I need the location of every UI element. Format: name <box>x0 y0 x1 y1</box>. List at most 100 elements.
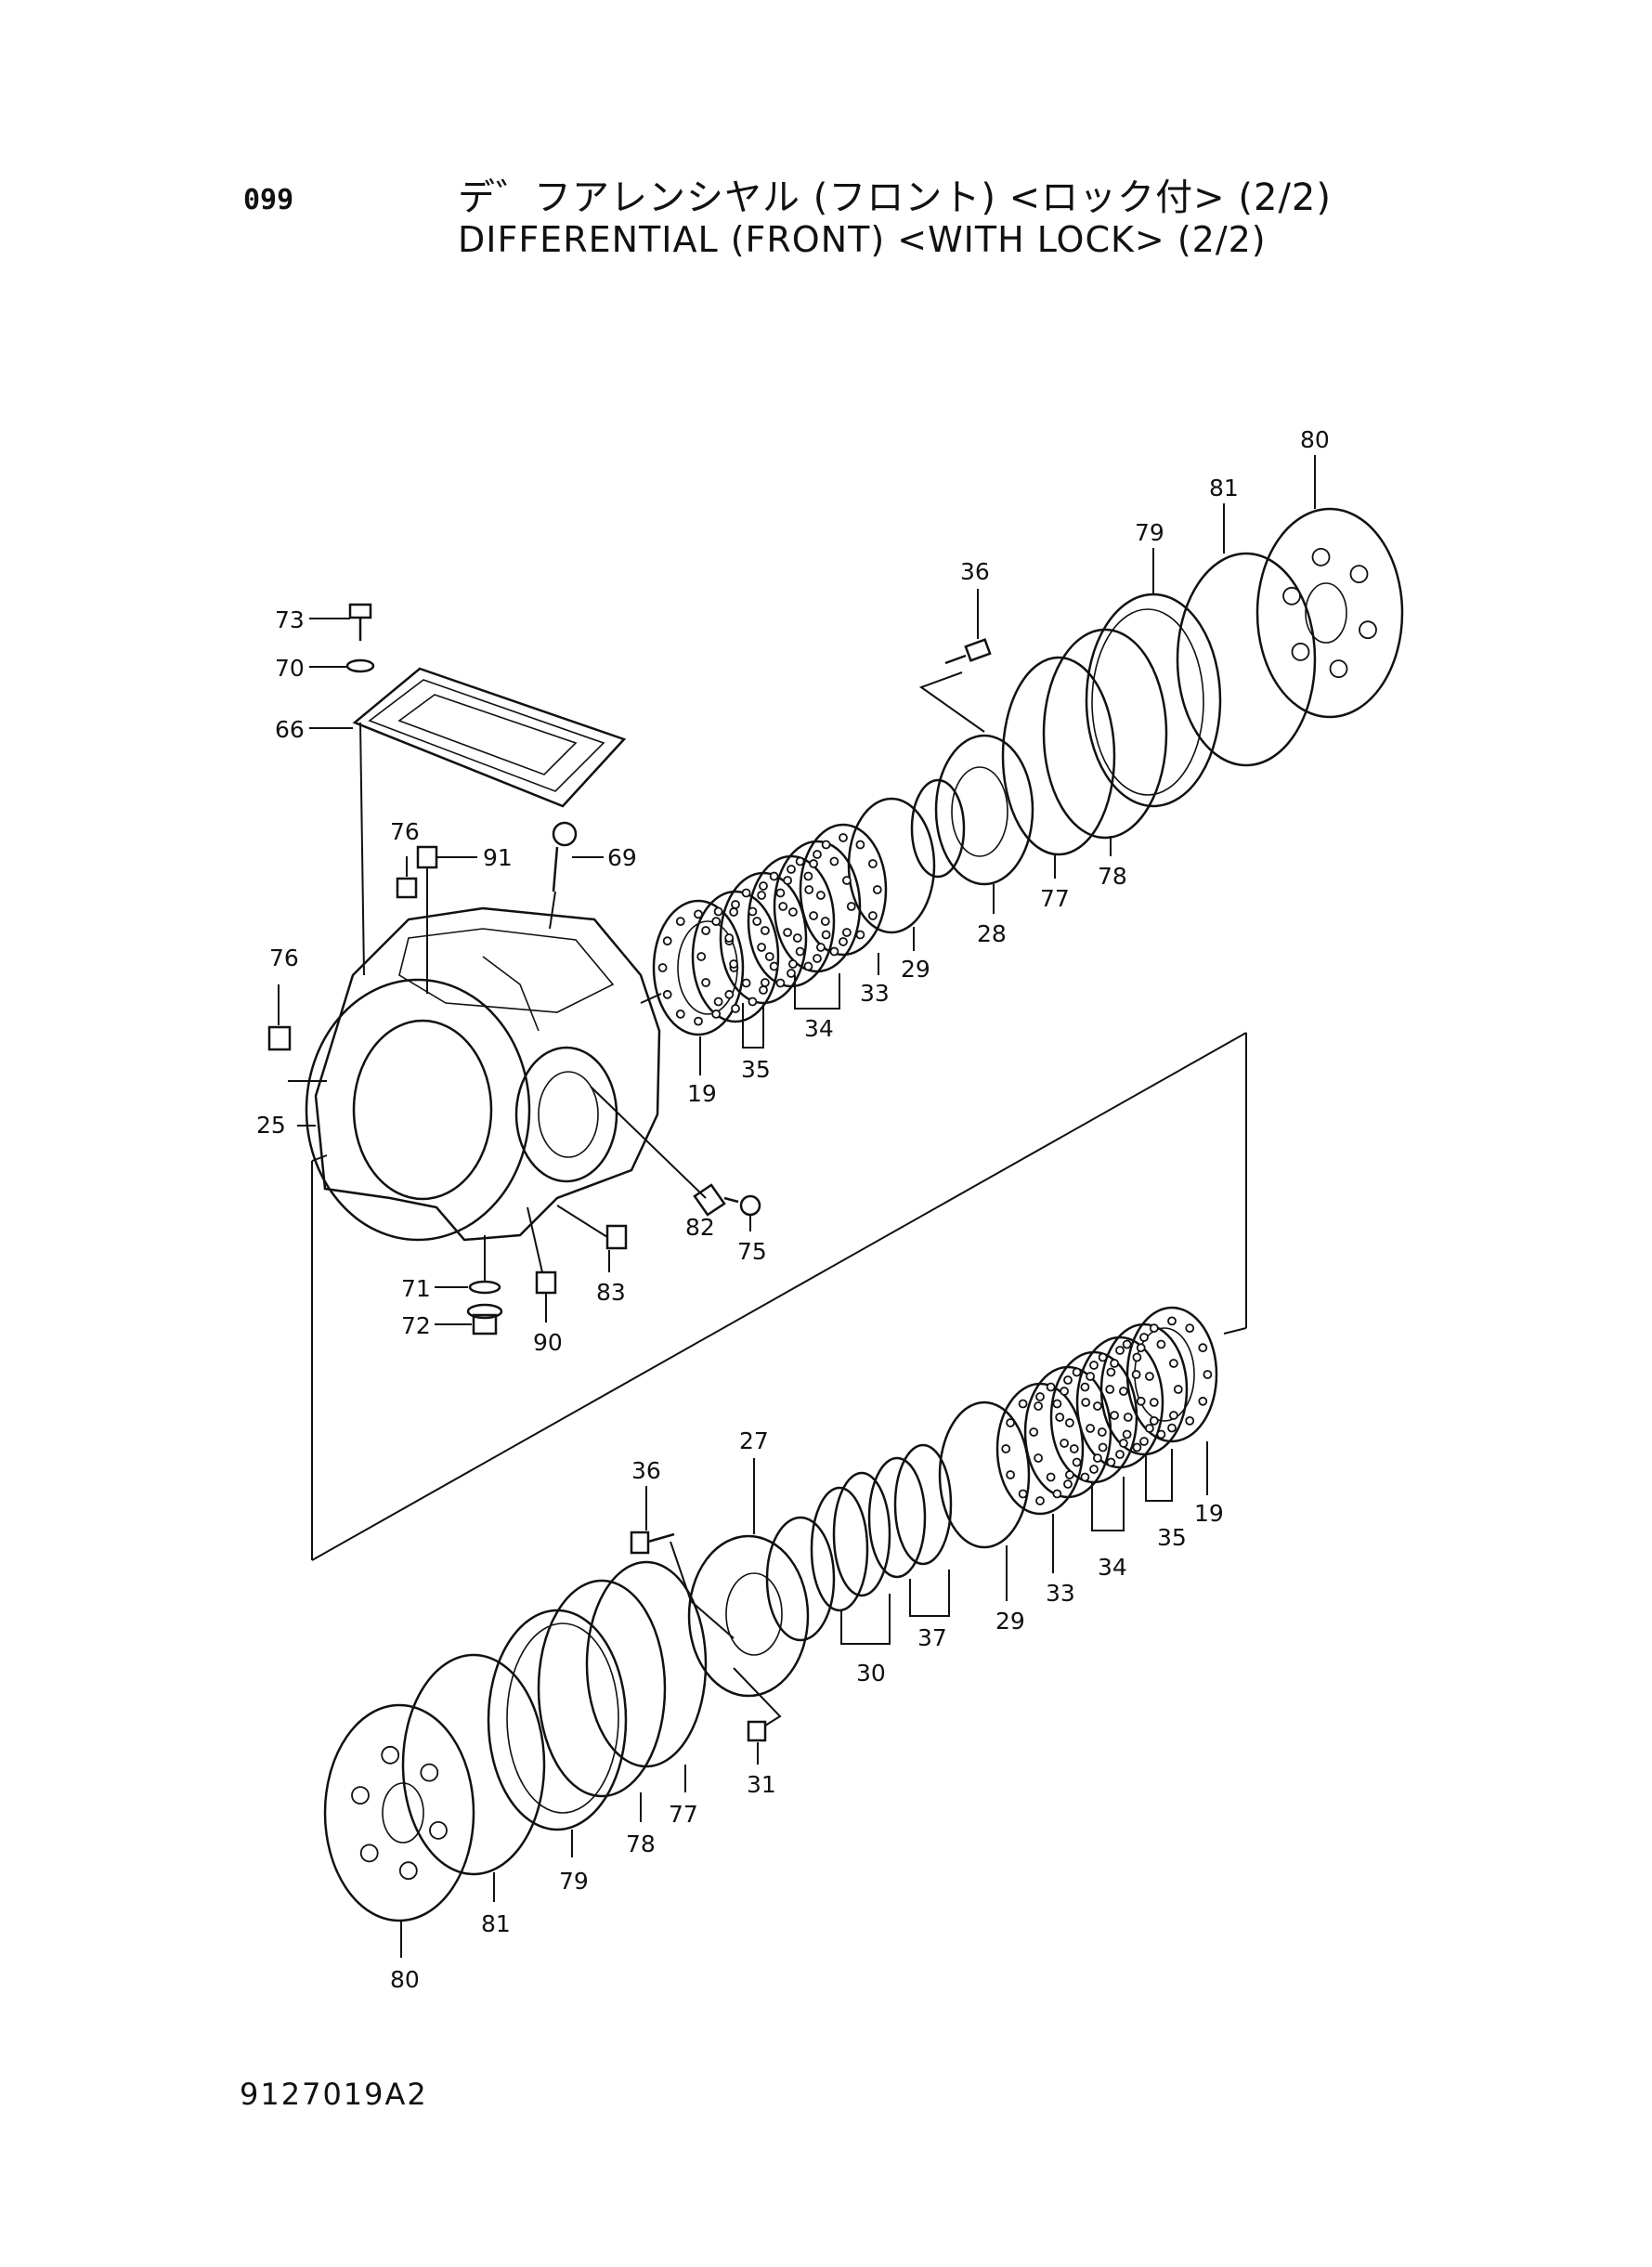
disc-bolt-hole <box>842 876 852 885</box>
end-plate-hole <box>1349 565 1369 583</box>
disc-bolt-hole <box>662 936 672 946</box>
part-30-springs <box>810 1471 891 1612</box>
disc-bolt-hole <box>741 978 751 988</box>
callout-66: 66 <box>275 716 305 743</box>
disc-bolt-hole <box>803 871 813 881</box>
disc-bolt-hole <box>1046 1472 1056 1482</box>
disc-bolt-hole <box>1139 1437 1149 1446</box>
part-36a-bolt <box>944 638 992 665</box>
disc-bolt-hole <box>1110 1411 1119 1420</box>
callout-76a: 76 <box>390 818 420 845</box>
disc-bolt-hole <box>1069 1444 1079 1453</box>
disc-bolt-hole <box>1132 1442 1142 1453</box>
page-number: 099 <box>243 184 294 216</box>
disc-bolt-hole <box>813 954 822 963</box>
callout-33b: 33 <box>1046 1580 1075 1607</box>
part-69-breather <box>552 821 578 892</box>
title-english: DIFFERENTIAL (FRONT) <WITH LOCK> (2/2) <box>458 219 1267 260</box>
disc-bolt-hole <box>872 885 882 894</box>
disc-bolt-hole <box>1185 1416 1195 1426</box>
callout-78b: 78 <box>626 1831 656 1857</box>
part-81a-snap-ring <box>1176 552 1317 767</box>
disc-bolt-hole <box>694 909 703 919</box>
callout-31: 31 <box>747 1771 776 1798</box>
callout-79b: 79 <box>559 1868 589 1895</box>
disc-bolt-hole <box>1029 1427 1039 1437</box>
disc-bolt-hole <box>757 943 766 952</box>
disc-bolt-hole <box>1072 1367 1082 1377</box>
part-66-cover-gasket <box>352 667 627 808</box>
disc-bolt-hole <box>1123 1413 1133 1422</box>
callout-29a: 29 <box>901 956 930 983</box>
disc-bolt-hole <box>1132 1352 1142 1362</box>
end-plate-hole <box>429 1821 448 1840</box>
disc-bolt-hole <box>809 859 818 868</box>
callout-77a: 77 <box>1040 885 1070 912</box>
end-plate-hole <box>1329 659 1348 678</box>
disc-bolt-hole <box>1136 1396 1146 1406</box>
end-plate-hole <box>359 1844 379 1863</box>
part-83-plug <box>605 1224 628 1250</box>
disc-bolt-hole <box>675 917 685 926</box>
disc-bolt-hole <box>1034 1401 1043 1411</box>
disc-bolt-hole <box>1122 1429 1132 1440</box>
disc-bolt-hole <box>803 961 813 971</box>
disc-bolt-hole <box>1119 1439 1128 1448</box>
disc-bolt-hole <box>1139 1333 1149 1342</box>
callout-77b: 77 <box>669 1801 698 1828</box>
disc-bolt-hole <box>764 952 774 961</box>
disc-bolt-hole <box>657 963 668 972</box>
callout-labels: 73 70 66 76 91 69 76 25 19 35 34 33 29 2… <box>256 426 1330 1993</box>
disc-bolt-hole <box>713 906 723 917</box>
part-29b-ring <box>938 1401 1031 1549</box>
disc-bolt-hole <box>1106 1457 1116 1467</box>
callout-27: 27 <box>739 1427 769 1454</box>
part-91-plug <box>416 845 438 869</box>
disc-bolt-hole <box>711 917 722 926</box>
disc-bolt-hole <box>729 959 738 969</box>
callout-76b: 76 <box>269 945 299 971</box>
part-72-plug <box>466 1303 503 1335</box>
disc-bolt-hole <box>1198 1343 1208 1353</box>
end-plate-hole <box>1291 643 1310 661</box>
end-plate-hole <box>351 1786 370 1804</box>
disc-bolt-hole <box>778 902 788 911</box>
part-80a-end-plate <box>1255 507 1404 719</box>
disc-bolt-hole <box>1060 1387 1069 1396</box>
disc-bolt-hole <box>1098 1352 1108 1362</box>
document-code: 9127019A2 <box>240 2077 428 2112</box>
disc-bolt-hole <box>787 865 796 874</box>
disc-bolt-hole <box>748 997 758 1007</box>
disc-bolt-hole <box>769 871 779 881</box>
disc-bolt-hole <box>1086 1424 1095 1433</box>
disc-bolt-hole <box>788 907 798 917</box>
disc-bolt-hole <box>792 933 802 943</box>
end-plate-hole <box>1359 620 1377 640</box>
disc-bolt-hole <box>759 881 768 891</box>
callout-35a: 35 <box>741 1056 771 1083</box>
disc-bolt-hole <box>696 952 707 961</box>
disc-bolt-hole <box>795 946 805 957</box>
callout-19a: 19 <box>687 1080 717 1107</box>
callout-leaders <box>278 455 1316 1958</box>
callout-75: 75 <box>737 1238 767 1265</box>
disc-bolt-hole <box>804 885 814 894</box>
callout-37: 37 <box>917 1624 947 1651</box>
disc-bolt-hole <box>829 856 839 866</box>
disc-bolt-hole <box>1131 1370 1141 1379</box>
part-79b-ring <box>487 1609 628 1831</box>
disc-bolt-hole <box>701 926 710 935</box>
disc-bolt-hole <box>1149 1416 1159 1426</box>
disc-bolt-hole <box>1063 1375 1073 1385</box>
disc-bolt-hole <box>1035 1392 1045 1401</box>
disc-bolt-hole <box>1105 1385 1115 1394</box>
part-25-housing <box>305 906 661 1242</box>
callout-69: 69 <box>607 844 637 871</box>
disc-bolt-hole <box>839 833 848 842</box>
disc-bolt-hole <box>1060 1439 1069 1448</box>
disc-bolt-hole <box>1136 1343 1146 1353</box>
disc-bolt-hole <box>759 985 768 995</box>
disc-bolt-hole <box>1119 1387 1128 1396</box>
disc-bolt-hole <box>1065 1418 1074 1427</box>
